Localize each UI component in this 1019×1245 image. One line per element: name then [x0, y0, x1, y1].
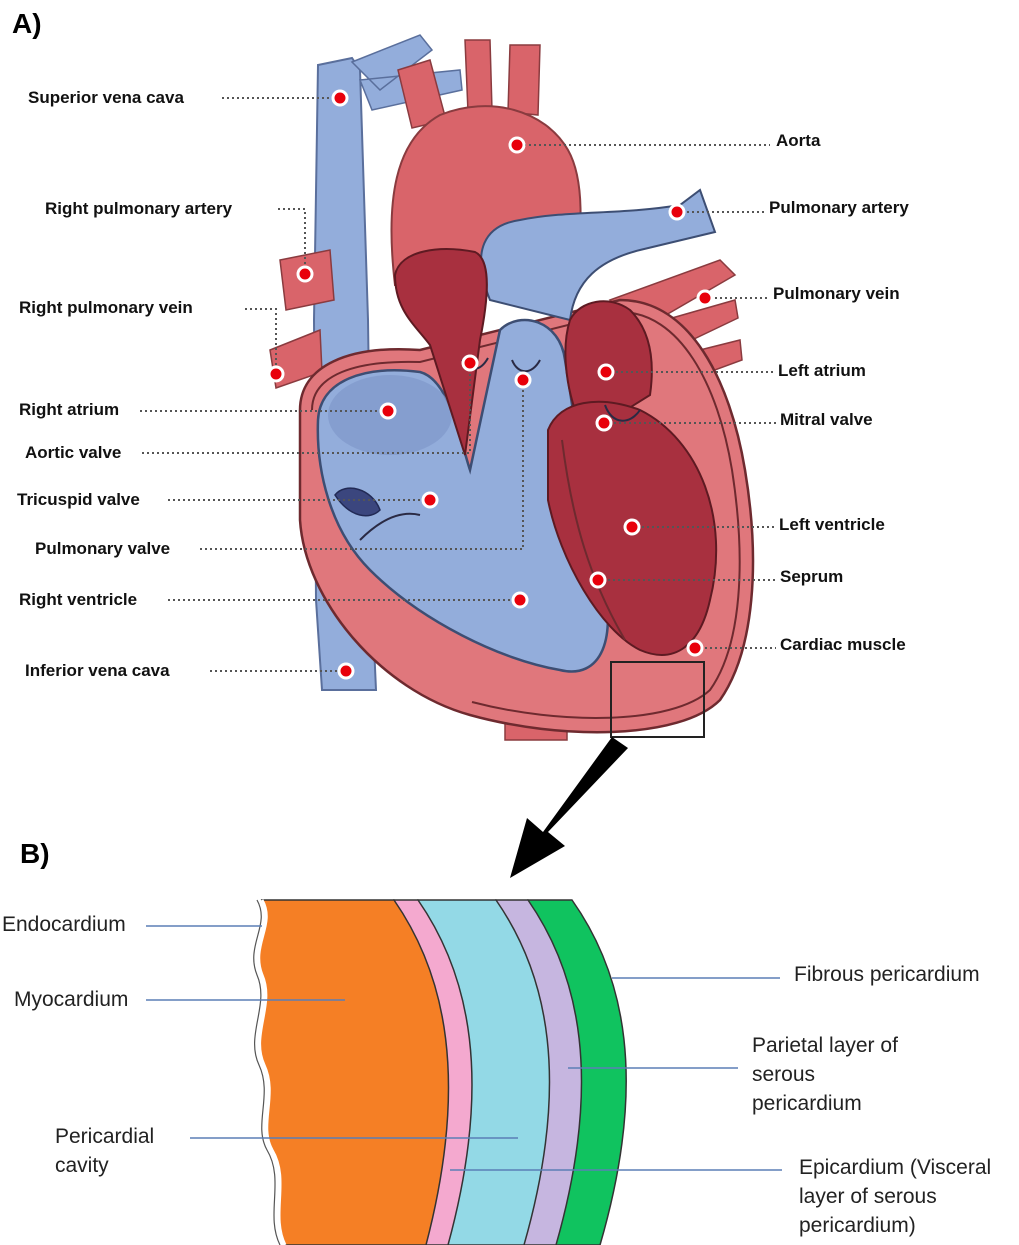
label-right-pulmonary-artery: Right pulmonary artery	[45, 199, 232, 219]
wall-layers-diagram	[254, 900, 626, 1245]
label-right-pulmonary-vein: Right pulmonary vein	[19, 298, 193, 318]
zoom-arrow	[510, 737, 628, 878]
panel-b-title: B)	[20, 838, 50, 870]
label-endocardium: Endocardium	[2, 910, 126, 939]
label-aortic-valve: Aortic valve	[25, 443, 121, 463]
heart-drawing	[270, 35, 753, 878]
marker-tricuspid-valve	[423, 493, 437, 507]
label-pulmonary-vein: Pulmonary vein	[773, 284, 900, 304]
label-aorta: Aorta	[776, 131, 820, 151]
label-superior-vena-cava: Superior vena cava	[28, 88, 184, 108]
label-epicardium: Epicardium (Visceral layer of serous per…	[799, 1153, 991, 1240]
label-mitral-valve: Mitral valve	[780, 410, 873, 430]
marker-right-atrium	[381, 404, 395, 418]
label-myocardium: Myocardium	[14, 985, 128, 1014]
label-right-atrium: Right atrium	[19, 400, 119, 420]
label-left-ventricle: Left ventricle	[779, 515, 885, 535]
marker-inferior-vena-cava	[339, 664, 353, 678]
marker-mitral-valve	[597, 416, 611, 430]
label-inferior-vena-cava: Inferior vena cava	[25, 661, 170, 681]
marker-left-atrium	[599, 365, 613, 379]
panel-a-title: A)	[12, 8, 42, 40]
marker-left-ventricle	[625, 520, 639, 534]
label-fibrous-pericardium: Fibrous pericardium	[794, 960, 980, 989]
label-right-ventricle: Right ventricle	[19, 590, 137, 610]
label-pericardial-cavity: Pericardial cavity	[55, 1122, 154, 1180]
marker-pulmonary-artery	[670, 205, 684, 219]
layer-myocardium	[259, 900, 449, 1245]
marker-cardiac-muscle	[688, 641, 702, 655]
label-parietal-layer: Parietal layer of serous pericardium	[752, 1031, 898, 1118]
marker-aortic-valve	[463, 356, 477, 370]
marker-right-pulmonary-artery	[298, 267, 312, 281]
label-pulmonary-valve: Pulmonary valve	[35, 539, 170, 559]
marker-septum	[591, 573, 605, 587]
label-pulmonary-artery: Pulmonary artery	[769, 198, 909, 218]
marker-aorta	[510, 138, 524, 152]
marker-superior-vena-cava	[333, 91, 347, 105]
label-tricuspid-valve: Tricuspid valve	[17, 490, 140, 510]
marker-right-ventricle	[513, 593, 527, 607]
label-septum: Seprum	[780, 567, 843, 587]
marker-pulmonary-valve	[516, 373, 530, 387]
marker-right-pulmonary-vein	[269, 367, 283, 381]
label-cardiac-muscle: Cardiac muscle	[780, 635, 906, 655]
label-left-atrium: Left atrium	[778, 361, 866, 381]
marker-pulmonary-vein	[698, 291, 712, 305]
